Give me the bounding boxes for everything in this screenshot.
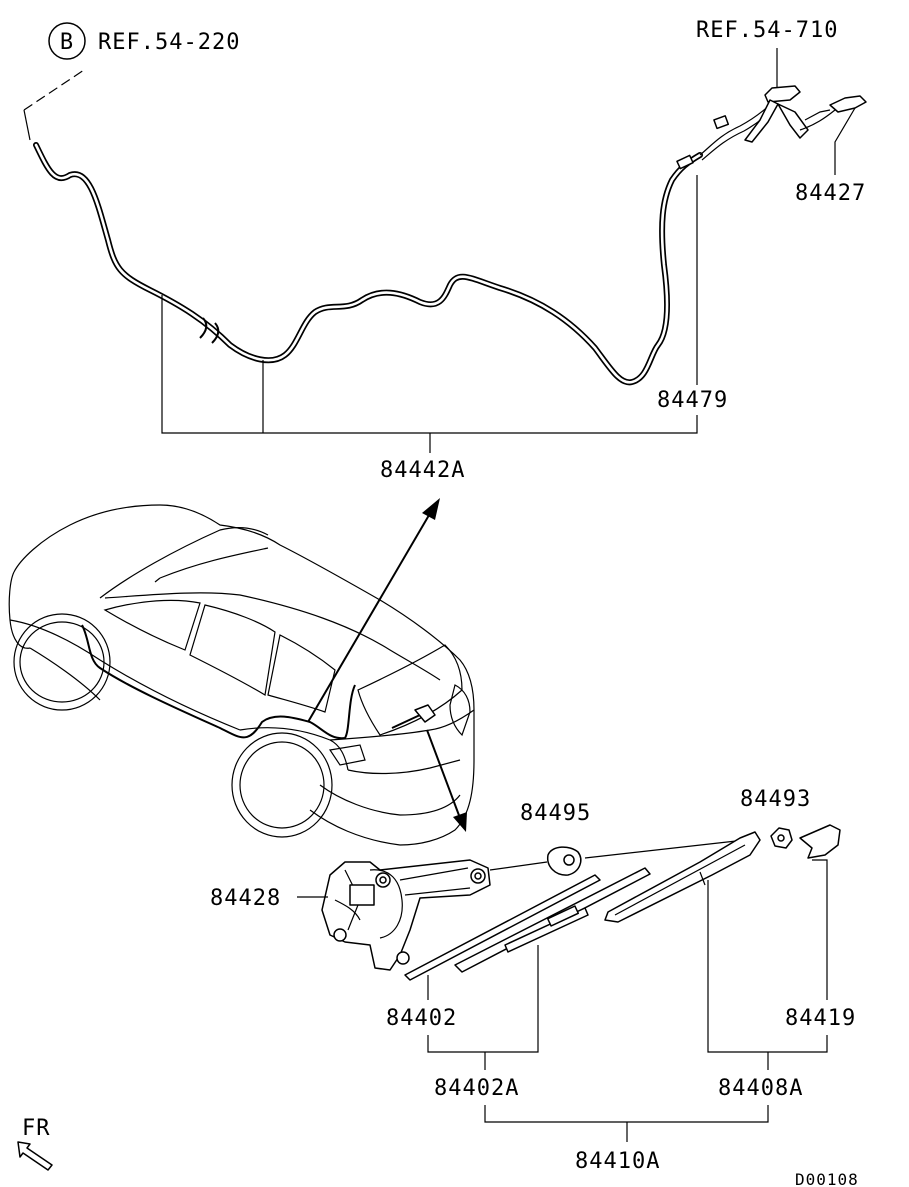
pointer-arrow-up — [307, 498, 440, 723]
front-direction-arrow-icon — [17, 1141, 53, 1171]
vehicle-nozzle-point — [391, 704, 436, 729]
diagram-code: D00108 — [795, 1170, 859, 1187]
p84442A-label: 84442A — [380, 458, 465, 483]
alignment-line-right — [584, 839, 746, 859]
p84427-label: 84427 — [795, 181, 866, 206]
p84442A-bracket — [161, 295, 698, 453]
ref-b-leader — [23, 69, 85, 111]
p84410A-label: 84410A — [575, 1149, 660, 1174]
washer-hose — [33, 99, 779, 386]
cap-84495 — [547, 846, 582, 876]
ref-b-letter: B — [60, 30, 74, 55]
p84402A-label: 84402A — [434, 1076, 519, 1101]
p84419-leader — [812, 859, 828, 1000]
wiper-arm — [604, 831, 761, 923]
ref-b-circle — [48, 22, 86, 60]
p84495-label: 84495 — [520, 801, 591, 826]
p84402-label: 84402 — [386, 1006, 457, 1031]
p84419-label: 84419 — [785, 1006, 856, 1031]
p84493-label: 84493 — [740, 787, 811, 812]
p84408A-bracket — [707, 880, 828, 1070]
cover-84419 — [799, 824, 841, 859]
ref-54-710-label: REF.54-710 — [696, 18, 838, 43]
ref-54-220-label: REF.54-220 — [98, 30, 240, 55]
wiper-blade — [404, 867, 651, 981]
pointer-arrow-down — [426, 729, 467, 832]
wiper-motor — [321, 859, 491, 971]
vehicle-hose-route — [81, 624, 356, 740]
nut-84493 — [770, 827, 793, 849]
p84427-leader — [834, 107, 856, 175]
p84402A-bracket — [427, 945, 539, 1070]
p84410A-bracket — [484, 1105, 769, 1142]
washer-nozzle — [744, 85, 867, 143]
p84428-label: 84428 — [210, 886, 281, 911]
p84408A-label: 84408A — [718, 1076, 803, 1101]
vehicle-outline — [8, 504, 475, 846]
fr-label: FR — [22, 1116, 51, 1141]
ref-b-leader-end — [23, 109, 31, 141]
alignment-line-left — [489, 861, 548, 871]
p84479-label: 84479 — [657, 388, 728, 413]
